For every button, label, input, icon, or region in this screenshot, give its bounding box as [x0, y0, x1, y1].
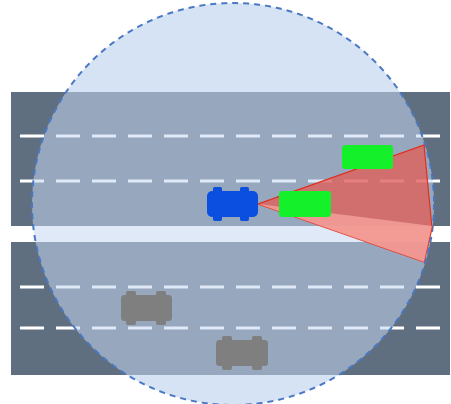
detected-vehicle-icon: [279, 191, 331, 217]
other-vehicle-icon: [121, 291, 172, 325]
other-vehicle-icon: [216, 336, 268, 370]
detected-vehicle-icon: [342, 145, 393, 169]
ego-vehicle-icon: [207, 187, 258, 221]
sensor-cone-highlight: [258, 204, 432, 262]
